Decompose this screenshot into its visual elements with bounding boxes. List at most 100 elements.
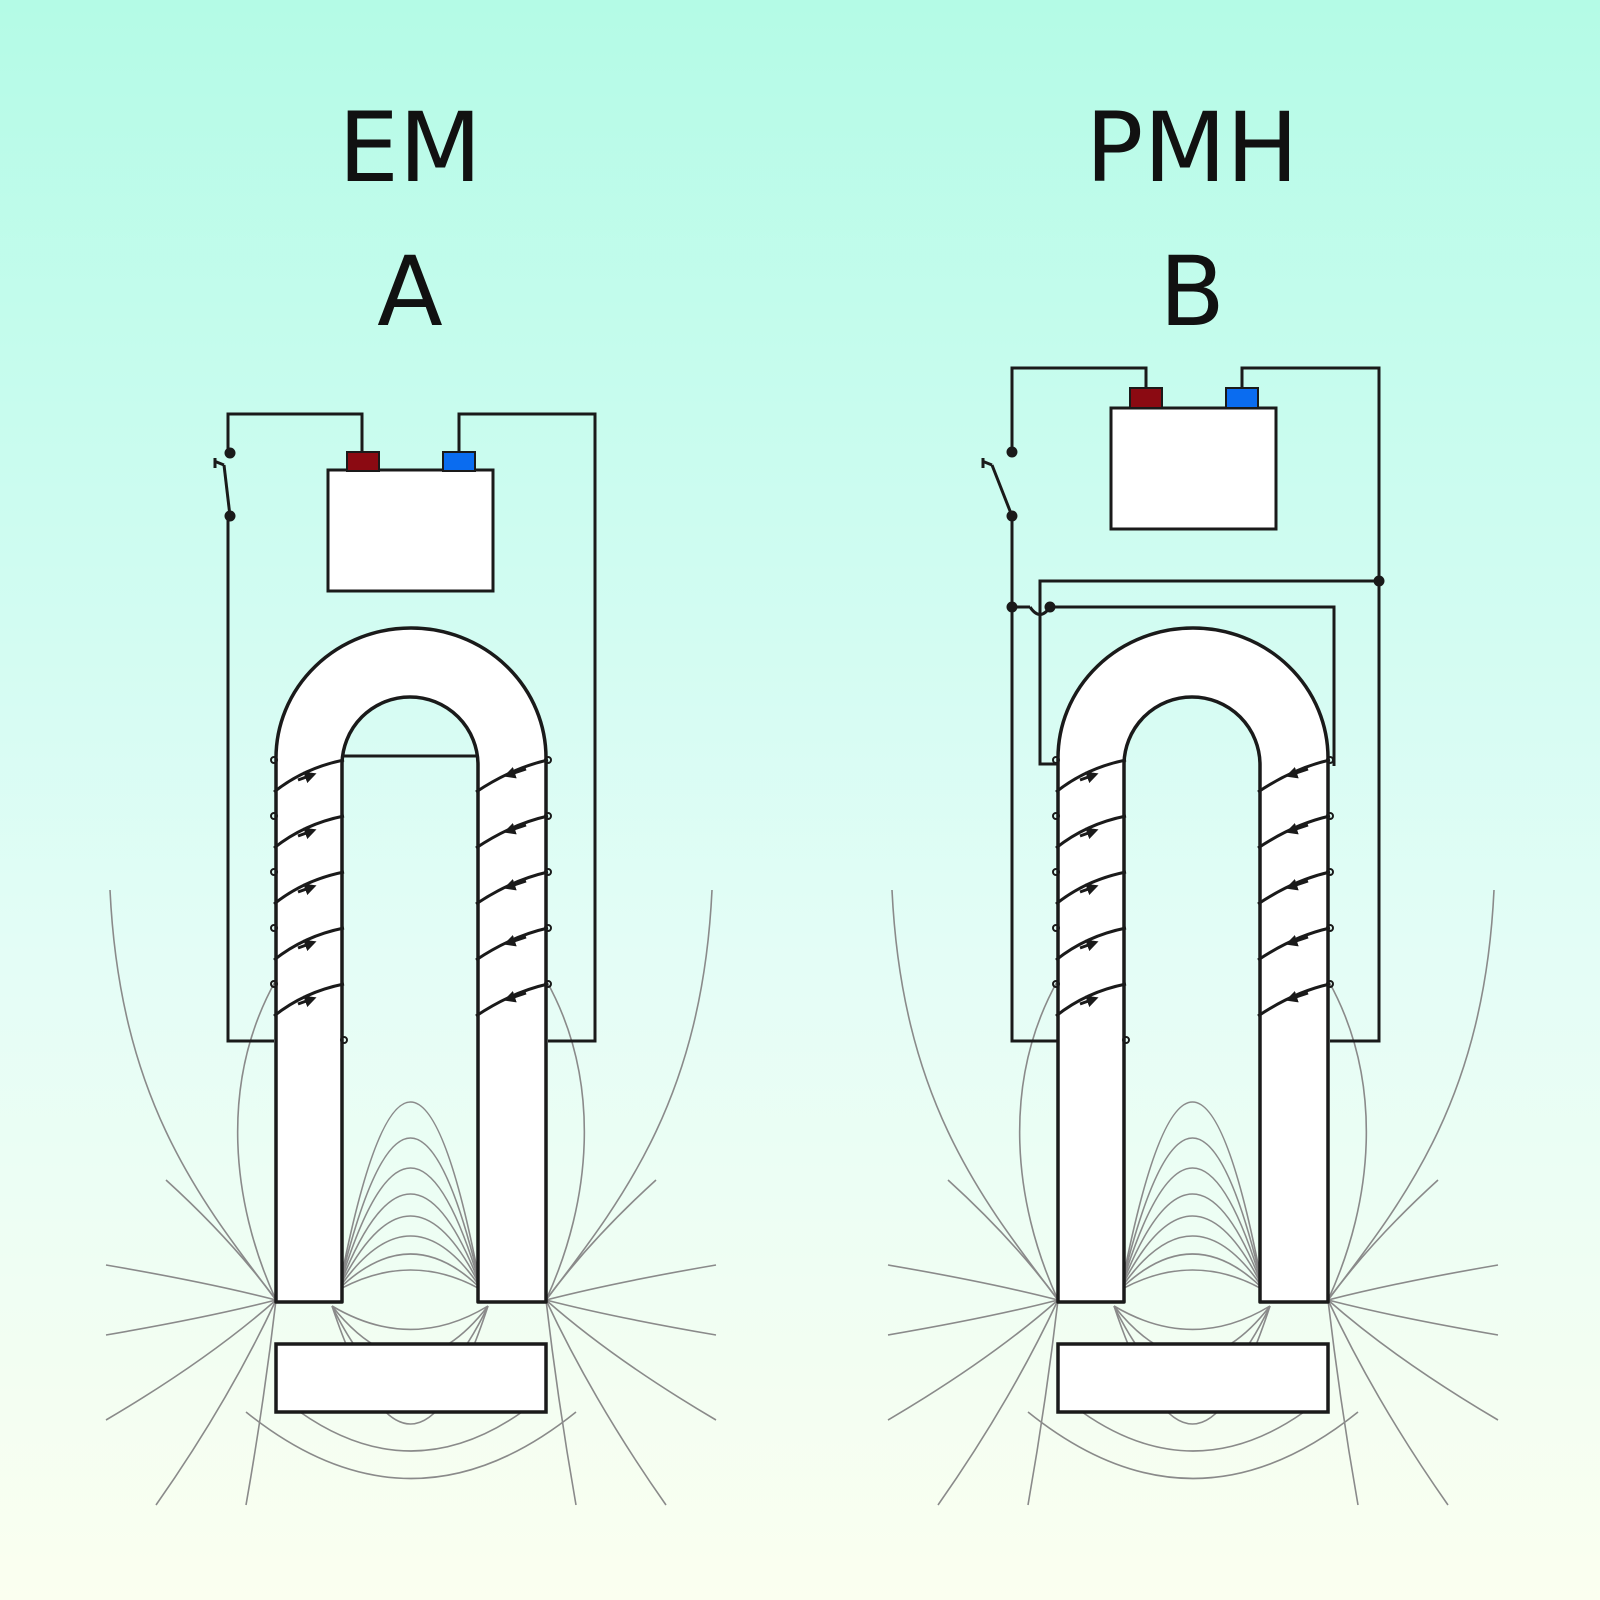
coil-arrow <box>1079 771 1099 784</box>
coil-edge <box>270 868 278 876</box>
field-line <box>1123 1167 1261 1279</box>
field-line <box>545 1179 657 1301</box>
field-line <box>1327 1299 1449 1506</box>
coil-edge <box>270 756 278 764</box>
panel-a-negative-terminal <box>442 451 476 472</box>
field-line <box>155 1299 277 1506</box>
coil-arrow <box>1285 991 1309 1003</box>
panel-b-battery-body <box>1109 406 1278 531</box>
field-line <box>1327 1299 1359 1506</box>
field-line <box>341 1137 479 1277</box>
coil-arrow <box>297 995 317 1008</box>
coil-edge <box>544 868 552 876</box>
field-line <box>109 889 277 1301</box>
field-line <box>1327 889 1495 1301</box>
coil-arrow <box>503 879 527 891</box>
coil-arrow <box>297 939 317 952</box>
panel-a-coil <box>270 756 552 1044</box>
field-line <box>105 1264 277 1301</box>
coil-edge <box>270 924 278 932</box>
field-line <box>1327 979 1368 1301</box>
coil-arrow <box>1079 995 1099 1008</box>
coil-arrow <box>297 827 317 840</box>
field-line <box>545 1299 717 1336</box>
field-line <box>236 979 277 1301</box>
coil-arrow <box>1285 767 1309 779</box>
field-line <box>299 1411 523 1452</box>
coil-edge <box>1052 868 1060 876</box>
field-line <box>1123 1253 1261 1287</box>
panel-a-positive-terminal <box>346 451 380 472</box>
field-line <box>1113 1305 1271 1331</box>
coil-arrow <box>1079 939 1099 952</box>
panel-a-switch <box>213 447 236 522</box>
field-line <box>545 1299 577 1506</box>
field-line <box>887 1299 1059 1336</box>
coil-arrow <box>1285 879 1309 891</box>
panel-b-diagram <box>887 366 1499 1506</box>
panel-a-circuit-wires <box>226 412 597 1043</box>
panel-a-battery-body <box>326 468 495 593</box>
coil-edge <box>270 980 278 988</box>
field-line <box>1018 979 1059 1301</box>
panel-b-armature <box>1056 1342 1330 1414</box>
coil-edge <box>1052 756 1060 764</box>
panel-b-horseshoe-magnet <box>1056 626 1330 1304</box>
coil-arrow <box>503 991 527 1003</box>
field-line <box>245 1411 577 1480</box>
field-line <box>545 889 713 1301</box>
field-line <box>1327 1179 1439 1301</box>
coil-edge <box>1052 812 1060 820</box>
panel-a-horseshoe-magnet <box>274 626 548 1304</box>
field-line <box>105 1299 277 1421</box>
panel-a-title: EM <box>338 92 482 204</box>
field-line <box>245 1299 277 1506</box>
panel-a-battery <box>326 451 495 593</box>
coil-arrow <box>297 883 317 896</box>
coil-edge <box>1326 868 1334 876</box>
coil-edge <box>270 812 278 820</box>
field-line <box>1123 1269 1261 1289</box>
field-line <box>1327 1299 1499 1421</box>
coil-edge <box>1326 924 1334 932</box>
field-line <box>341 1167 479 1279</box>
field-line <box>1081 1411 1305 1452</box>
field-line <box>331 1305 489 1331</box>
coil-edge <box>340 1036 348 1044</box>
field-line <box>545 1264 717 1301</box>
coil-edge <box>544 980 552 988</box>
coil-arrow <box>503 823 527 835</box>
coil-arrow <box>1079 827 1099 840</box>
field-line <box>341 1193 479 1281</box>
coil-edge <box>1052 924 1060 932</box>
field-line <box>105 1299 277 1336</box>
coil-arrow <box>503 767 527 779</box>
panel-b-battery <box>1109 387 1278 531</box>
coil-edge <box>544 924 552 932</box>
coil-arrow <box>297 771 317 784</box>
field-line <box>341 1235 479 1285</box>
field-line <box>891 889 1059 1301</box>
field-line <box>937 1299 1059 1506</box>
field-line <box>545 979 586 1301</box>
field-line <box>1123 1137 1261 1277</box>
panel-b-title: PMH <box>1085 92 1299 204</box>
coil-edge <box>1326 980 1334 988</box>
coil-edge <box>1122 1036 1130 1044</box>
panel-b-magnetic-field-lines <box>887 889 1499 1506</box>
coil-edge <box>544 812 552 820</box>
coil-edge <box>1326 756 1334 764</box>
panel-b-letter: B <box>1159 236 1225 348</box>
coil-arrow <box>1285 823 1309 835</box>
field-line <box>1123 1193 1261 1281</box>
panel-a-diagram <box>105 412 717 1506</box>
field-line <box>887 1264 1059 1301</box>
coil-arrow <box>1079 883 1099 896</box>
coil-arrow <box>1285 935 1309 947</box>
field-line <box>947 1179 1059 1301</box>
field-line <box>1327 1299 1499 1336</box>
field-line <box>1027 1299 1059 1506</box>
coil-edge <box>1326 812 1334 820</box>
